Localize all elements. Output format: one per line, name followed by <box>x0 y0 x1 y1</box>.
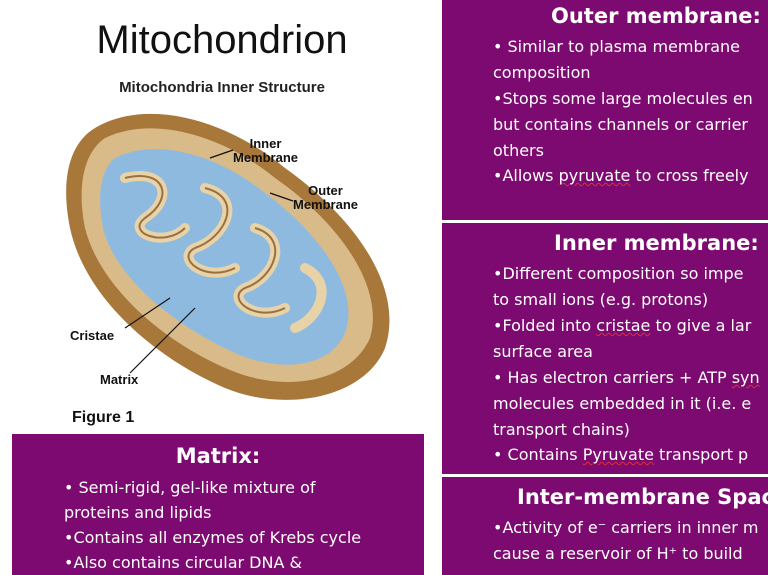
inner-line: •Folded into cristae to give a lar <box>493 316 752 335</box>
outer-line: composition <box>493 63 591 82</box>
outer-line: but contains channels or carrier <box>493 115 748 134</box>
inner-membrane-label: Inner Membrane <box>233 136 299 165</box>
figure-caption: Figure 1 <box>72 409 135 426</box>
page-title: Mitochondrion <box>96 18 348 62</box>
outer-membrane-panel: Outer membrane: • Similar to plasma memb… <box>442 0 768 220</box>
outer-line: others <box>493 141 544 160</box>
inner-heading: Inner membrane: <box>554 231 759 255</box>
matrix-label: Matrix <box>100 372 139 387</box>
spellcheck-flag: syn <box>731 368 760 387</box>
inner-line: transport chains) <box>493 420 630 439</box>
inner-line: molecules embedded in it (i.e. e <box>493 394 752 413</box>
matrix-line: proteins and lipids <box>64 503 212 522</box>
matrix-panel: Matrix: • Semi-rigid, gel-like mixture o… <box>12 434 424 575</box>
inner-line: • Contains Pyruvate transport p <box>493 445 749 464</box>
inter-line: cause a reservoir of H⁺ to build <box>493 544 743 563</box>
spellcheck-flag: pyruvate <box>558 166 631 185</box>
inner-line: •Different composition so impe <box>493 264 744 283</box>
outer-line: •Allows pyruvate to cross freely <box>493 166 749 185</box>
outer-membrane-label: Outer Membrane <box>293 183 359 212</box>
matrix-line: •Contains all enzymes of Krebs cycle <box>64 528 362 547</box>
outer-line: • Similar to plasma membrane <box>493 37 740 56</box>
matrix-line: •Also contains circular DNA & <box>64 553 302 572</box>
mitochondrion-illustration <box>66 113 390 400</box>
matrix-heading: Matrix: <box>175 444 261 468</box>
inter-line: •Activity of e⁻ carriers in inner m <box>493 518 759 537</box>
figure-subtitle: Mitochondria Inner Structure <box>119 79 325 96</box>
intermembrane-space-panel: Inter-membrane Spac •Activity of e⁻ carr… <box>442 477 768 575</box>
matrix-line: • Semi-rigid, gel-like mixture of <box>64 478 316 497</box>
spellcheck-flag: Pyruvate <box>582 445 654 464</box>
outer-heading: Outer membrane: <box>551 4 761 28</box>
spellcheck-flag: cristae <box>596 316 651 335</box>
inner-line: surface area <box>493 342 593 361</box>
inter-heading: Inter-membrane Spac <box>517 485 768 509</box>
outer-line: •Stops some large molecules en <box>493 89 753 108</box>
inner-line: • Has electron carriers + ATP syn <box>493 368 760 387</box>
inner-line: to small ions (e.g. protons) <box>493 290 709 309</box>
inner-membrane-panel: Inner membrane: •Different composition s… <box>442 223 768 474</box>
cristae-label: Cristae <box>70 328 115 343</box>
